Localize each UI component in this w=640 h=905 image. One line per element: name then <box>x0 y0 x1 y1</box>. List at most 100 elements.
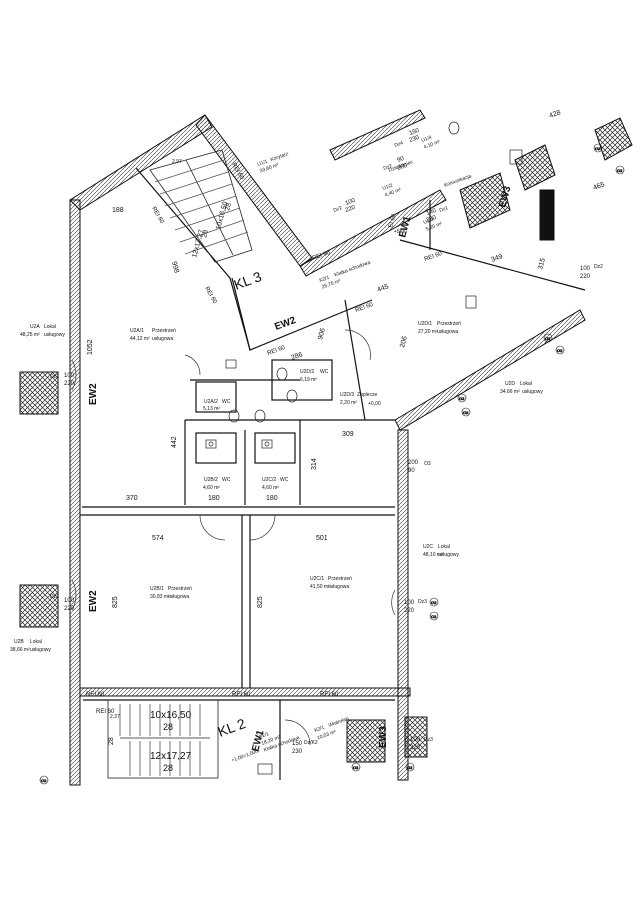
svg-text:314: 314 <box>311 458 318 470</box>
svg-text:5,13 m²: 5,13 m² <box>203 406 220 412</box>
svg-text:Dz3: Dz3 <box>424 737 433 743</box>
rei-kl2-b: REI 60 <box>320 692 339 698</box>
rei-kl3-a: REI 60 <box>150 206 165 225</box>
svg-text:4,40 m²: 4,40 m² <box>384 187 402 199</box>
svg-text:U1/2: U1/2 <box>382 183 394 192</box>
room-u13: U1/3 5,20 m² <box>423 217 444 233</box>
room-u2a: U2A Lokal 48,25 m² usługowy <box>20 324 65 338</box>
svg-text:825: 825 <box>112 596 119 608</box>
svg-text:U2C: U2C <box>423 544 433 550</box>
kl2-count1: 28 <box>163 722 173 732</box>
svg-text:220: 220 <box>404 608 415 614</box>
outer-walls <box>69 109 586 786</box>
svg-text:usługowa: usługowa <box>437 329 458 335</box>
svg-text:WC: WC <box>280 477 289 483</box>
svg-text:349: 349 <box>490 253 503 264</box>
rei-label: REI 60 <box>86 692 105 698</box>
rei-kl2-a: REI 60 <box>232 692 251 698</box>
svg-text:90: 90 <box>408 468 415 474</box>
svg-text:Zaplecze: Zaplecze <box>357 392 378 398</box>
svg-text:Przestrzeń: Przestrzeń <box>328 576 352 582</box>
svg-text:100: 100 <box>64 598 75 604</box>
svg-text:Dz2: Dz2 <box>594 264 603 270</box>
svg-text:U2C/2: U2C/2 <box>262 477 276 483</box>
svg-text:U2A/1: U2A/1 <box>130 328 144 334</box>
rei-kl2-c: REI 60 <box>96 709 115 715</box>
svg-text:O2: O2 <box>431 614 437 619</box>
svg-text:906: 906 <box>317 327 327 340</box>
svg-text:998: 998 <box>170 261 180 274</box>
svg-text:Klatka schodowa: Klatka schodowa <box>334 260 372 279</box>
svg-text:U1/4: U1/4 <box>421 135 433 144</box>
svg-text:O2: O2 <box>617 168 623 173</box>
svg-text:230: 230 <box>409 135 421 144</box>
svg-text:309: 309 <box>342 431 354 438</box>
opening-labels: 100 220 Dz2 100 220 Dz3 200 90 O3 100 22… <box>50 128 603 755</box>
labels: KL 3 KL 2 12x17,27 28 10x16,50 28 10x16,… <box>10 109 606 773</box>
room-u2a1: U2A/1 Przestrzeń 44,12 m² usługowa <box>130 328 176 342</box>
svg-text:5,20 m²: 5,20 m² <box>425 221 443 233</box>
svg-text:Dz2: Dz2 <box>50 594 59 600</box>
svg-text:U2D/1: U2D/1 <box>418 321 432 327</box>
svg-text:428: 428 <box>548 109 561 120</box>
svg-text:100: 100 <box>64 373 75 379</box>
svg-text:Dz2: Dz2 <box>50 374 59 380</box>
svg-text:34,66 m²: 34,66 m² <box>500 389 520 395</box>
interior-walls <box>80 167 586 780</box>
stair-label-kl2: KL 2 <box>216 715 248 740</box>
svg-text:+0,00: +0,00 <box>368 401 381 407</box>
svg-text:315: 315 <box>537 257 547 270</box>
svg-text:U2A/2: U2A/2 <box>204 399 218 405</box>
svg-text:574: 574 <box>152 535 164 542</box>
svg-text:Dz2: Dz2 <box>383 163 394 172</box>
door-swings <box>71 329 396 746</box>
svg-text:28: 28 <box>108 737 115 745</box>
svg-text:O2: O2 <box>557 348 563 353</box>
svg-text:K2/1: K2/1 <box>314 725 326 734</box>
svg-text:O2: O2 <box>459 396 465 401</box>
svg-text:Dz3: Dz3 <box>418 599 427 605</box>
svg-text:U2A: U2A <box>30 324 40 330</box>
kl3-count: 28 <box>201 229 210 238</box>
svg-text:K2/1: K2/1 <box>258 731 270 740</box>
ew2-tag-top: EW2 <box>273 315 298 333</box>
svg-text:U2B/1: U2B/1 <box>150 586 164 592</box>
svg-text:100: 100 <box>580 266 591 272</box>
svg-text:100: 100 <box>345 198 357 207</box>
svg-text:230: 230 <box>426 215 438 224</box>
window-markers: O2 O2 O2 O2 O2 O2 O2 O2 O2 O2 O2 <box>39 143 625 785</box>
svg-text:48,25 m²: 48,25 m² <box>20 332 40 338</box>
svg-text:+5,00: +5,00 <box>394 229 407 235</box>
svg-text:Przestrzeń: Przestrzeń <box>437 321 461 327</box>
svg-text:90: 90 <box>397 156 406 164</box>
svg-text:206: 206 <box>399 335 409 348</box>
svg-text:445: 445 <box>376 283 389 294</box>
svg-text:Korytarz: Korytarz <box>270 151 290 163</box>
svg-text:O3: O3 <box>424 461 431 467</box>
svg-text:44,12 m²: 44,12 m² <box>130 336 150 342</box>
window-blocks <box>19 117 633 763</box>
svg-text:U2B/2: U2B/2 <box>204 477 218 483</box>
svg-text:150: 150 <box>409 128 421 137</box>
svg-text:O2: O2 <box>463 410 469 415</box>
svg-text:501: 501 <box>316 535 328 542</box>
svg-text:100: 100 <box>410 737 421 743</box>
svg-text:465: 465 <box>592 181 605 192</box>
svg-text:U2B: U2B <box>14 639 24 645</box>
svg-text:27,20 m²: 27,20 m² <box>418 329 438 335</box>
ei-label: EI 60 <box>388 213 398 229</box>
svg-text:4,60 m²: 4,60 m² <box>262 485 279 491</box>
svg-text:230: 230 <box>292 749 303 755</box>
svg-text:140: 140 <box>426 208 438 217</box>
svg-text:30,83 m²: 30,83 m² <box>150 594 170 600</box>
svg-text:2,37: 2,37 <box>110 714 120 720</box>
svg-text:Lokal: Lokal <box>44 324 56 330</box>
stair-label-kl3: KL 3 <box>232 268 264 293</box>
room-u2c: U2C Lokal 48,10 m² usługowy <box>423 544 459 558</box>
room-u2d2: U2D/2 WC 6,19 m² <box>300 369 329 383</box>
svg-text:370: 370 <box>126 495 138 502</box>
svg-text:48,10 m²: 48,10 m² <box>423 552 443 558</box>
svg-text:Przestrzeń: Przestrzeń <box>152 328 176 334</box>
svg-text:Dz4: Dz4 <box>394 140 405 149</box>
